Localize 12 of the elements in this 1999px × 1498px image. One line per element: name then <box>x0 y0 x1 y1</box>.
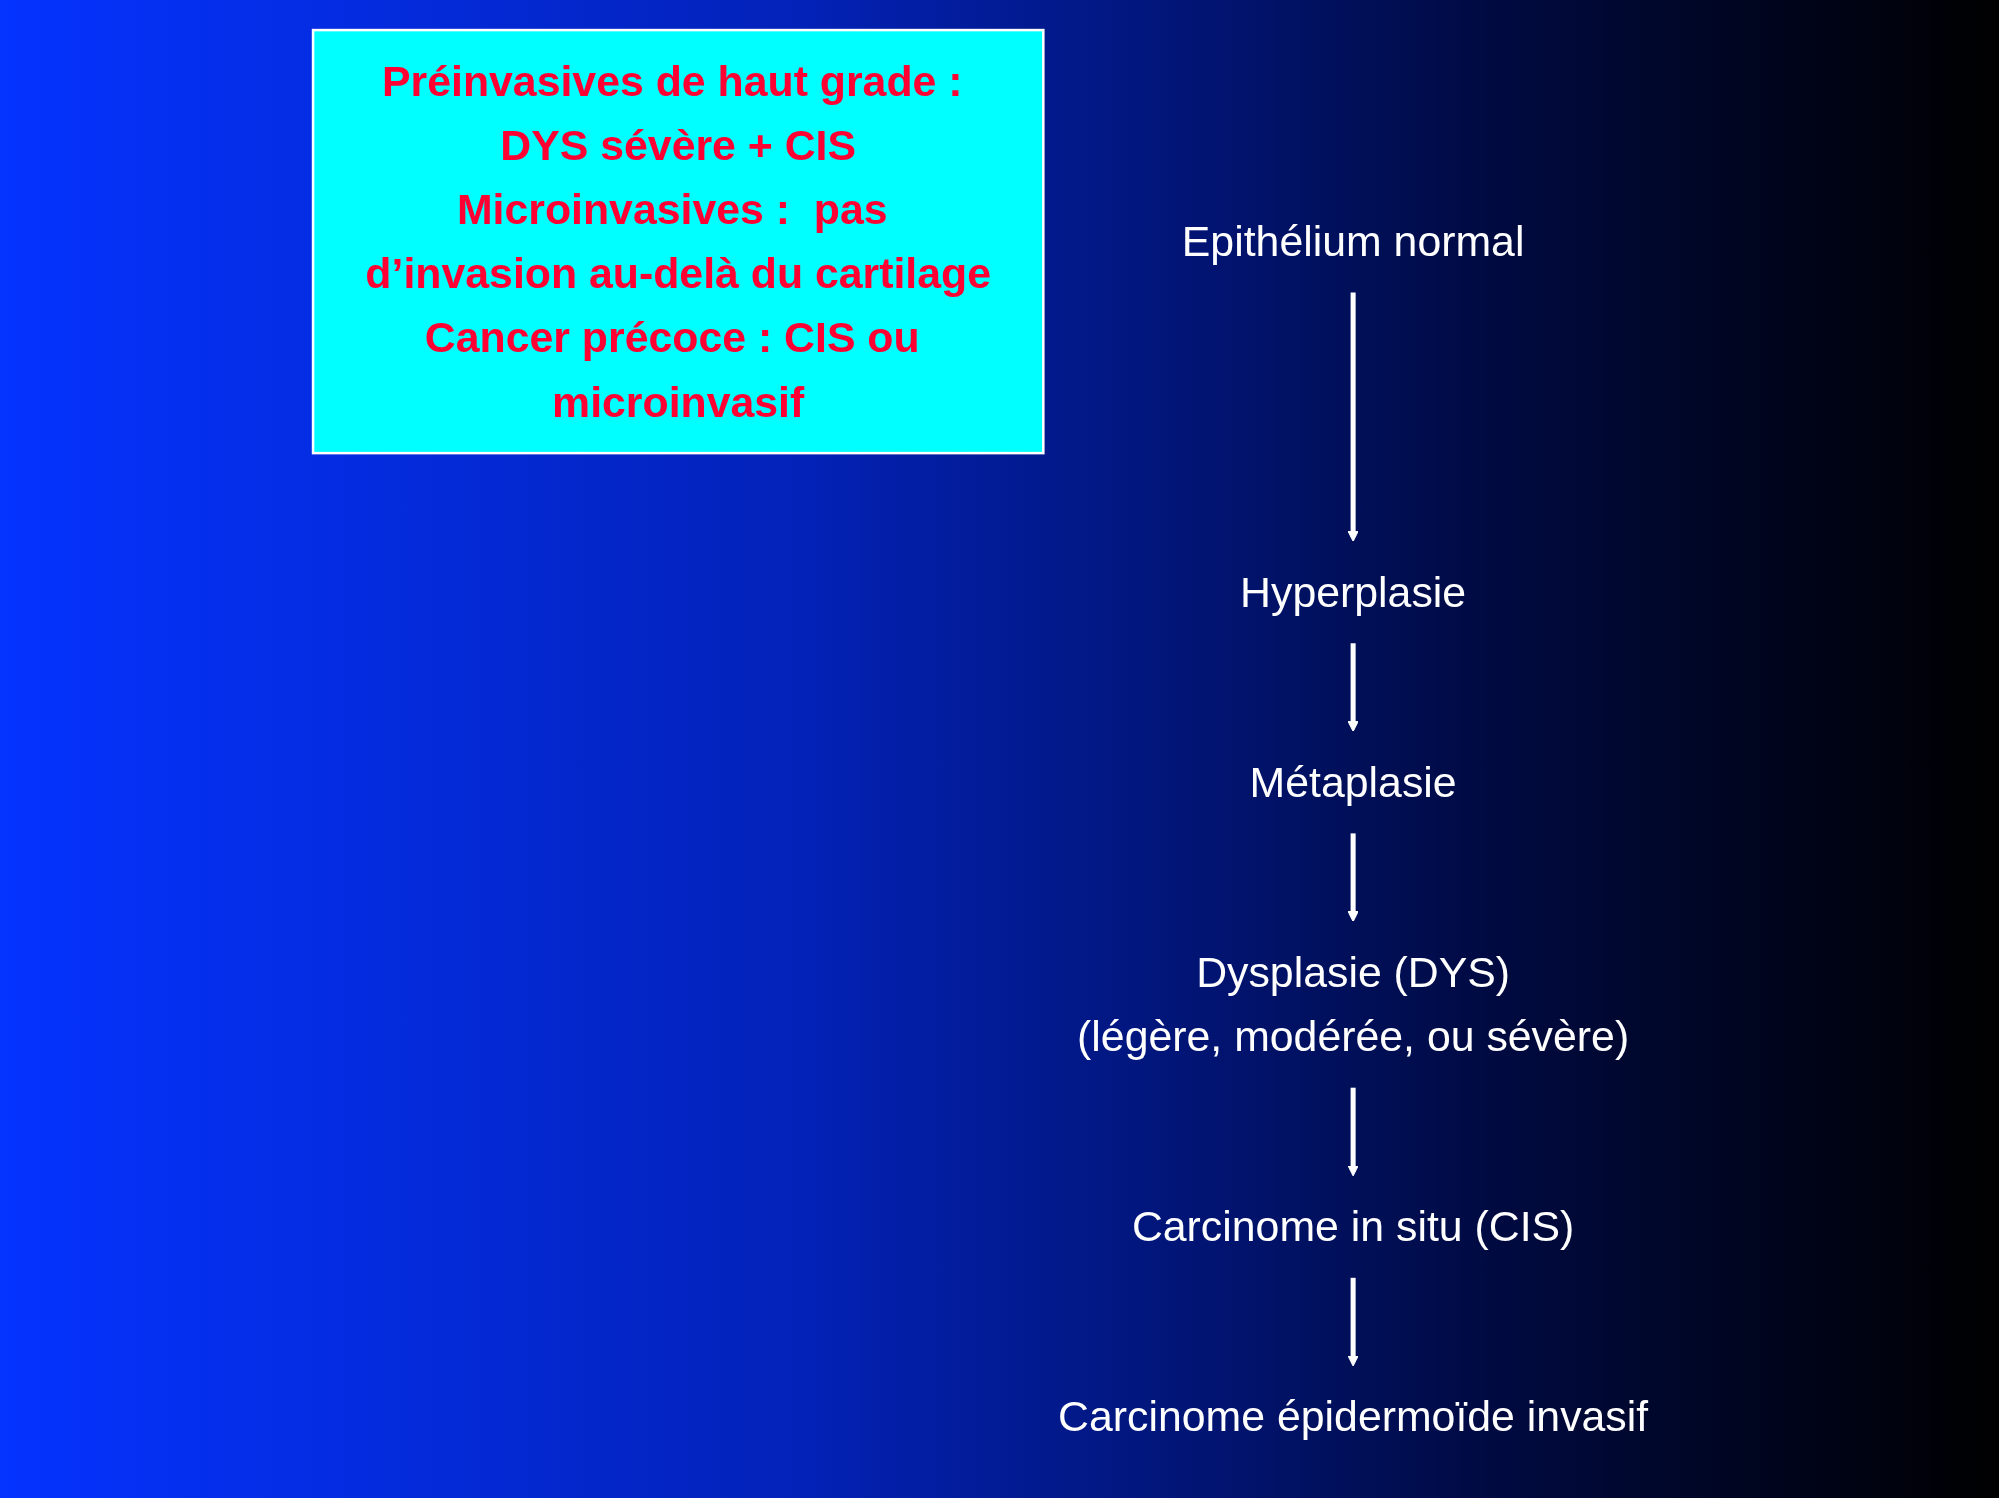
node-text: Hyperplasie <box>1240 567 1467 616</box>
arrow <box>1347 833 1359 922</box>
node-text: Carcinome épidermoïde invasif <box>1058 1392 1649 1441</box>
arrow <box>1347 292 1359 542</box>
node-text: Dysplasie (DYS) (légère, modérée, ou sévère) <box>1077 947 1630 1060</box>
arrow <box>1347 1277 1359 1367</box>
node-text: Métaplasie <box>1249 757 1457 806</box>
node-box: Préinvasives de haut grade : DYS sévère + CIS Microinvasives : pas d’invasion au-delà du cartilage Cancer précoce : CIS ou microinvasif <box>311 28 1045 455</box>
arrow <box>1347 643 1359 732</box>
arrow <box>1347 1087 1359 1177</box>
node-text: Epithélium normal <box>1181 217 1525 265</box>
node-text: Carcinome in situ (CIS) <box>1131 1202 1575 1251</box>
